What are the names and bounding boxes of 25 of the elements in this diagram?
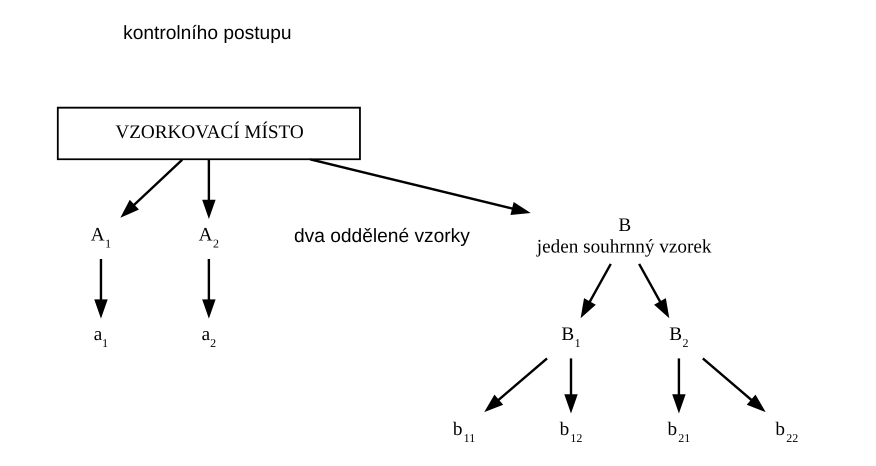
node-text: a$_{1}$ xyxy=(93,324,108,350)
node-text: B$_{1}$ xyxy=(560,324,580,350)
node-text: A$_{2}$ xyxy=(198,224,219,251)
node-text: B$_{2}$ xyxy=(668,324,688,350)
node-text: b$_{11}$ xyxy=(452,418,475,445)
label: kontrolního postupu xyxy=(122,23,292,44)
arrow xyxy=(309,158,530,216)
node-text: B jeden souhrnný vzorek xyxy=(536,214,711,258)
arrow xyxy=(638,263,669,318)
arrow xyxy=(484,358,548,412)
arrow xyxy=(202,259,216,319)
arrow xyxy=(202,160,216,219)
node-box: VZORKOVACÍ MÍSTO xyxy=(56,106,360,160)
arrow xyxy=(702,358,766,412)
arrow xyxy=(580,263,612,318)
arrow xyxy=(672,358,686,414)
arrow xyxy=(94,259,108,319)
node-text: b$_{22}$ xyxy=(774,418,798,445)
node-text: b$_{12}$ xyxy=(559,418,582,445)
arrow xyxy=(564,358,578,414)
node-text: A$_{1}$ xyxy=(90,224,111,251)
label: dva oddělené vzorky xyxy=(294,226,470,247)
arrow xyxy=(120,158,183,218)
node-text: b$_{21}$ xyxy=(667,418,690,445)
node-text: a$_{2}$ xyxy=(201,324,216,350)
